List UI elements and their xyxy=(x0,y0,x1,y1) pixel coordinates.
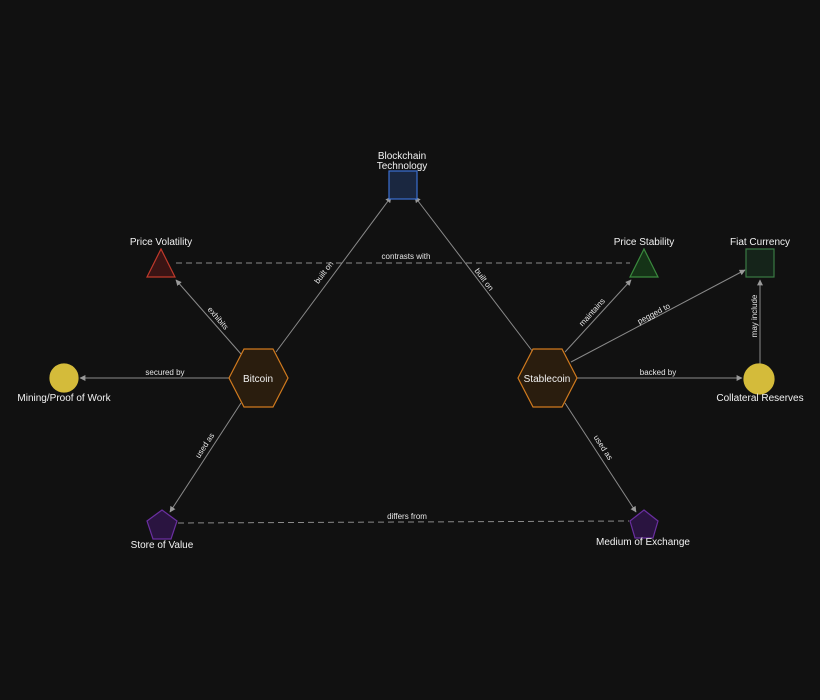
edge-stablecoin-medium: used as xyxy=(564,402,637,513)
price-stability-triangle xyxy=(629,247,659,278)
node-stablecoin[interactable]: Stablecoin xyxy=(517,348,578,408)
edge-label-may-include: may include xyxy=(750,294,759,337)
edge-stablecoin-stability: maintains xyxy=(564,279,632,353)
edge-label-pegged-to: pegged to xyxy=(636,301,672,326)
edge-label-maintains: maintains xyxy=(577,297,607,328)
edge-label-backed-by: backed by xyxy=(640,368,676,377)
price-volatility-triangle xyxy=(146,247,176,278)
node-mining-proof-of-work[interactable]: Mining/Proof of Work xyxy=(17,363,112,404)
node-price-volatility[interactable]: Price Volatility xyxy=(130,237,192,278)
stablecoin-hexagon xyxy=(517,348,578,408)
edge-volatility-stability: contrasts with xyxy=(176,252,630,264)
edge-bitcoin-volatility: exhibits xyxy=(175,279,242,355)
edge-label-secured-by: secured by xyxy=(145,368,184,377)
blockchain-label-line2: Technology xyxy=(377,161,428,172)
node-collateral-reserves[interactable]: Collateral Reserves xyxy=(716,363,804,404)
edge-label-differs-from: differs from xyxy=(387,512,427,521)
collateral-label: Collateral Reserves xyxy=(716,393,803,404)
node-fiat-currency[interactable]: Fiat Currency xyxy=(730,237,790,278)
price-stability-label: Price Stability xyxy=(614,237,675,248)
edge-stablecoin-fiat: pegged to xyxy=(570,269,746,363)
edge-bitcoin-mining: secured by xyxy=(79,368,229,381)
edge-bitcoin-store: used as xyxy=(169,402,242,513)
edge-label-used-as-right: used as xyxy=(592,433,615,461)
fiat-currency-label: Fiat Currency xyxy=(730,237,790,248)
node-blockchain-technology[interactable]: Blockchain Technology xyxy=(377,151,428,200)
edge-collateral-fiat: may include xyxy=(750,279,763,364)
stablecoin-label: Stablecoin xyxy=(524,374,571,385)
collateral-circle xyxy=(743,363,775,395)
edge-stablecoin-collateral: backed by xyxy=(577,368,743,381)
medium-of-exchange-pentagon xyxy=(629,509,659,539)
store-of-value-pentagon xyxy=(146,509,178,540)
edge-bitcoin-blockchain: built on xyxy=(275,196,392,353)
node-bitcoin[interactable]: Bitcoin xyxy=(228,348,289,408)
edge-label-built-on-right: built on xyxy=(473,266,496,292)
edge-store-medium: differs from xyxy=(177,512,630,524)
mining-label: Mining/Proof of Work xyxy=(17,393,111,404)
price-volatility-label: Price Volatility xyxy=(130,237,192,248)
edge-label-contrasts-with: contrasts with xyxy=(382,252,431,261)
fiat-currency-square xyxy=(745,248,775,278)
edge-stablecoin-blockchain: built on xyxy=(414,196,534,353)
bitcoin-label: Bitcoin xyxy=(243,374,273,385)
mining-circle xyxy=(49,363,79,393)
blockchain-label-line1: Blockchain xyxy=(378,151,426,162)
bitcoin-hexagon xyxy=(228,348,289,408)
blockchain-square xyxy=(388,170,418,200)
medium-of-exchange-label: Medium of Exchange xyxy=(596,537,690,548)
node-medium-of-exchange[interactable]: Medium of Exchange xyxy=(596,509,690,548)
node-price-stability[interactable]: Price Stability xyxy=(614,237,675,278)
node-store-of-value[interactable]: Store of Value xyxy=(131,509,194,551)
store-of-value-label: Store of Value xyxy=(131,540,194,551)
